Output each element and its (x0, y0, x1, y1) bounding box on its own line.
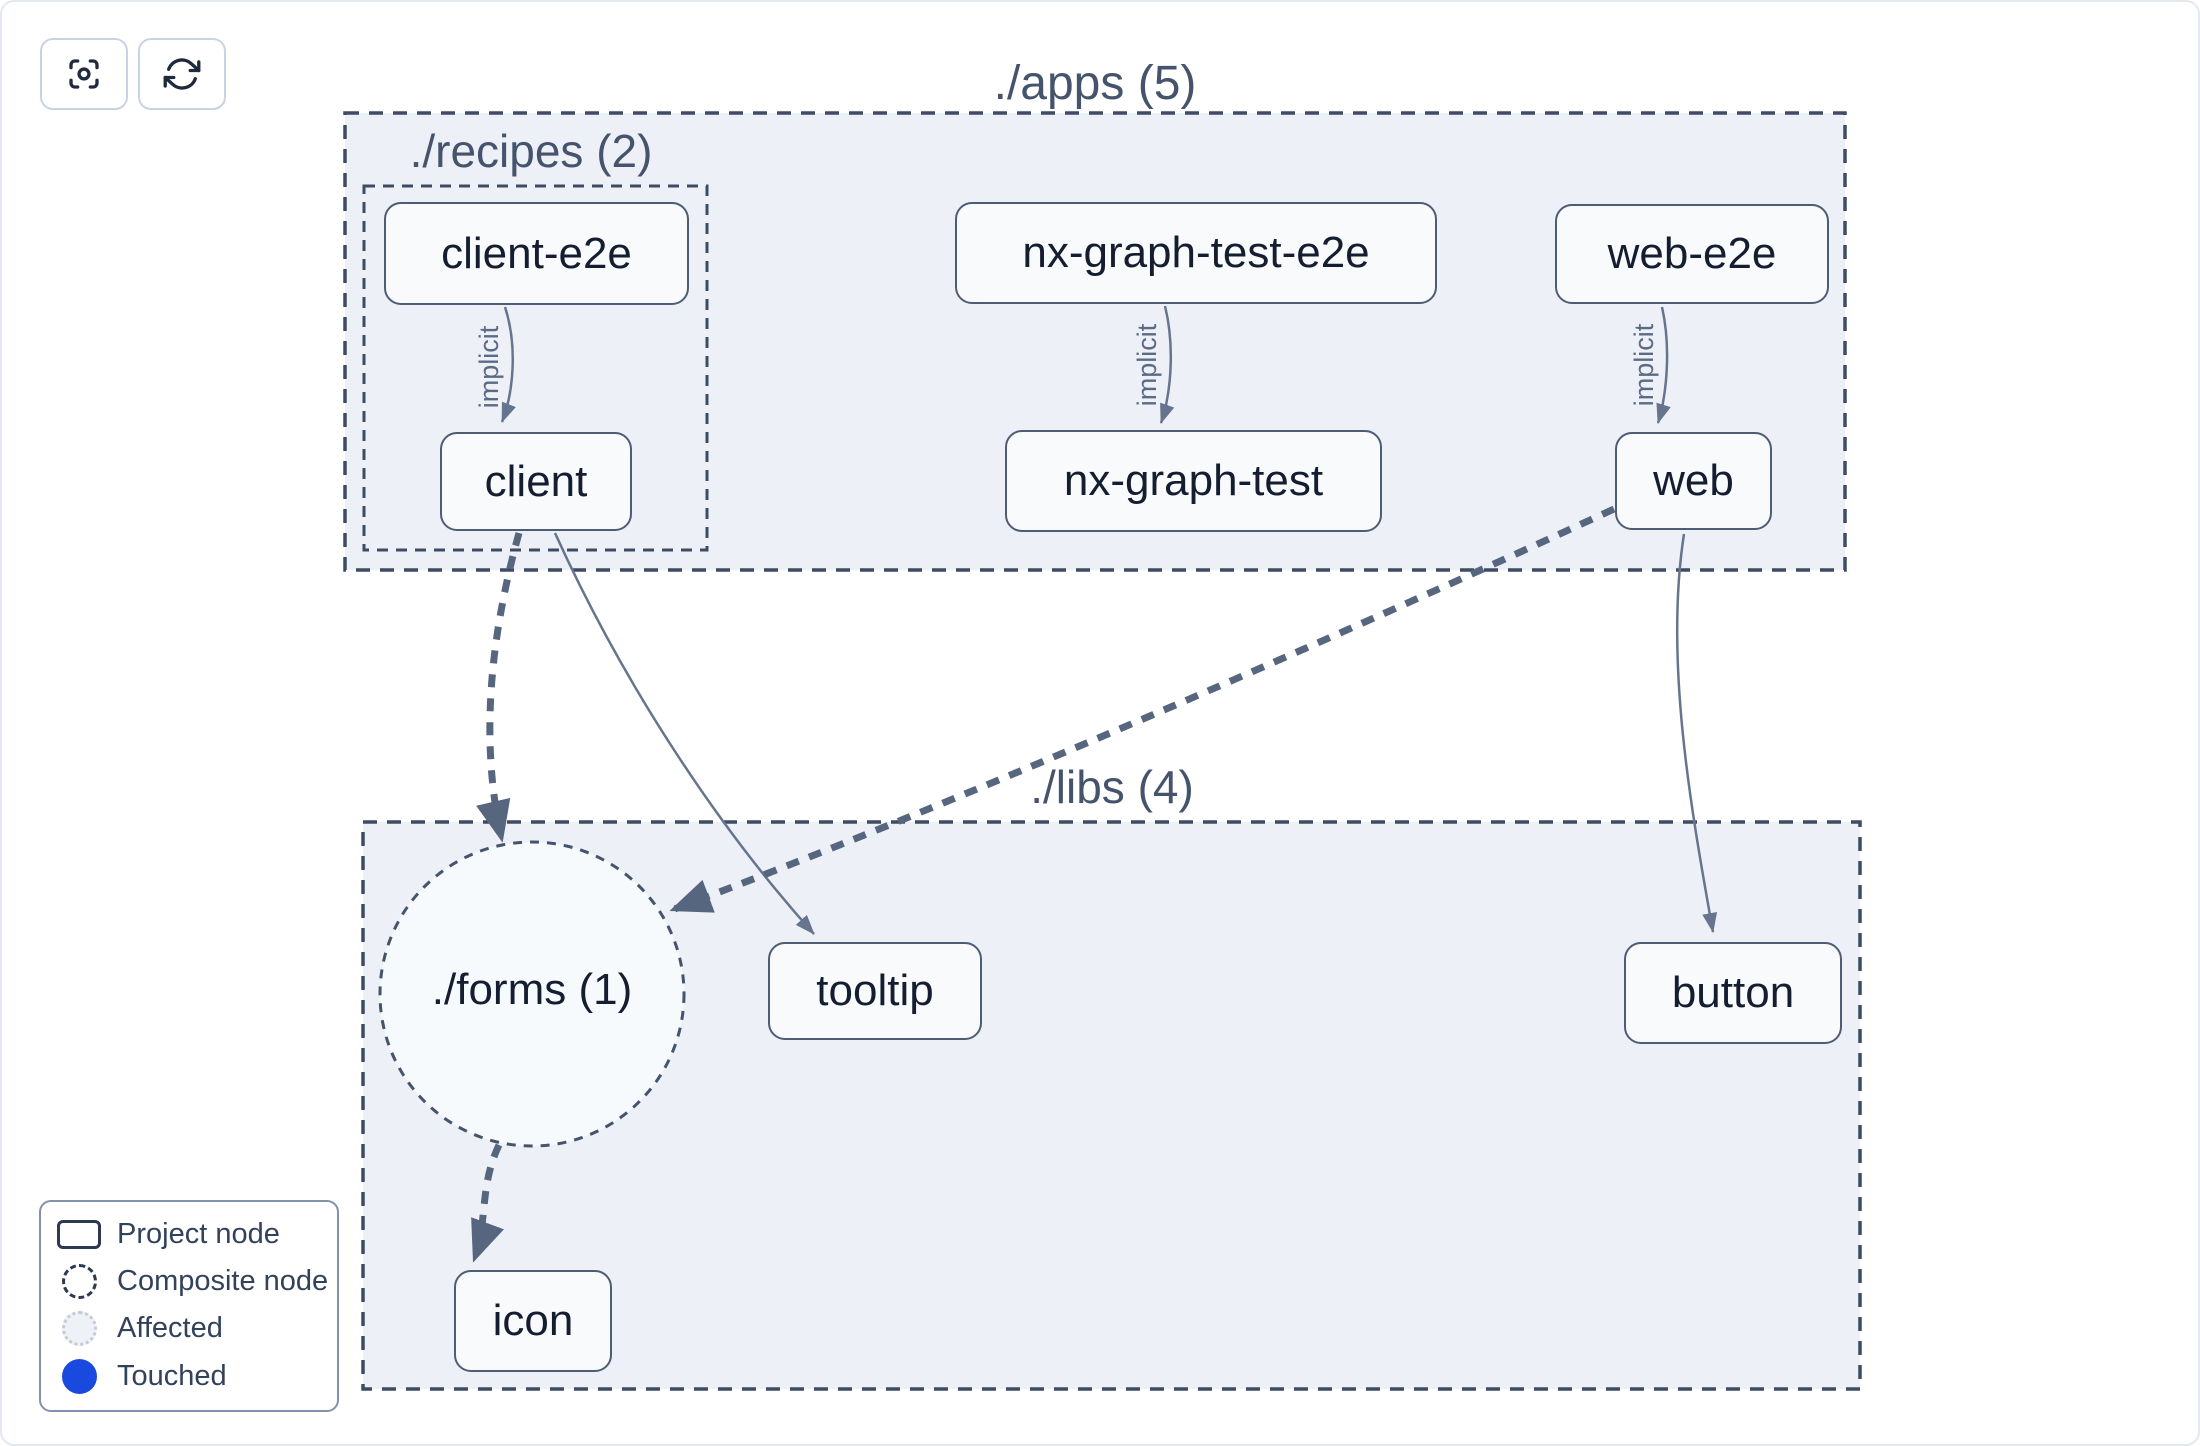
legend-label: Touched (117, 1359, 227, 1392)
legend-label: Affected (117, 1312, 223, 1345)
group-label-libs: ./libs (4) (1030, 761, 1194, 813)
edge-label-implicit: implicit (1132, 323, 1162, 407)
group-label-recipes: ./recipes (2) (409, 125, 653, 177)
edge-web-to-button (1675, 533, 1718, 933)
project-node-tooltip[interactable]: tooltip (768, 942, 982, 1040)
edge-label-implicit: implicit (474, 325, 504, 409)
project-node-client[interactable]: client (440, 432, 632, 531)
edge-web-to-forms (669, 505, 1616, 914)
edge-client-e2e-to-client (500, 306, 516, 423)
legend-item-composite-node: Composite node (41, 1263, 337, 1299)
edge-forms-to-icon (470, 1143, 504, 1263)
legend-panel: Project node Composite node Affected Tou… (39, 1200, 339, 1412)
project-node-client-e2e[interactable]: client-e2e (384, 202, 689, 305)
crosshair-focus-icon (69, 59, 99, 89)
edge-label-implicit: implicit (1629, 323, 1659, 407)
project-node-button[interactable]: button (1624, 942, 1842, 1044)
composite-node-swatch (61, 1263, 97, 1299)
touched-swatch (61, 1358, 97, 1394)
group-recipes-container (362, 184, 709, 552)
refresh-icon (163, 58, 201, 90)
refresh-button[interactable] (138, 38, 226, 110)
edge-web-e2e-to-web (1656, 306, 1671, 424)
focus-button[interactable] (40, 38, 128, 110)
legend-item-affected: Affected (41, 1311, 337, 1347)
project-node-nx-graph-test[interactable]: nx-graph-test (1005, 430, 1382, 532)
composite-node-forms-label[interactable]: ./forms (1) (431, 965, 633, 1014)
project-node-swatch (57, 1220, 101, 1250)
project-node-web-e2e[interactable]: web-e2e (1555, 204, 1829, 304)
edge-client-to-tooltip (553, 532, 815, 935)
project-node-nx-graph-test-e2e[interactable]: nx-graph-test-e2e (955, 202, 1437, 304)
edge-nx-graph-test-e2e-to-nx-graph-test (1159, 305, 1175, 424)
affected-swatch (61, 1311, 97, 1347)
group-label-apps: ./apps (5) (993, 57, 1197, 110)
project-node-icon[interactable]: icon (454, 1270, 612, 1372)
legend-item-touched: Touched (41, 1358, 337, 1394)
composite-node-forms-circle[interactable] (378, 840, 686, 1148)
legend-label: Composite node (117, 1264, 329, 1297)
legend-label: Project node (117, 1218, 280, 1251)
legend-item-project-node: Project node (41, 1218, 337, 1251)
project-node-web[interactable]: web (1615, 432, 1772, 530)
edge-client-to-forms (476, 532, 523, 843)
